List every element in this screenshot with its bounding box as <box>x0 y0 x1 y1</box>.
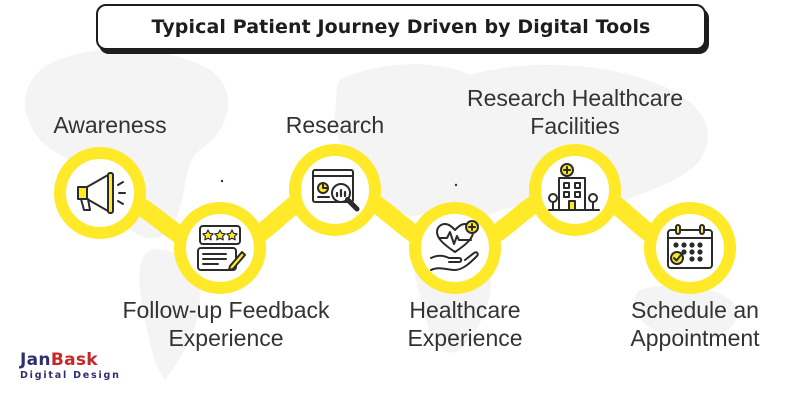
calendar-check-icon <box>660 218 720 278</box>
logo-name-part2: Bask <box>50 350 98 370</box>
step-label-line: Appointment <box>630 325 760 351</box>
step-label-line: Experience <box>168 325 284 351</box>
heart-in-hand-icon <box>425 218 485 278</box>
step-label-research: Research <box>250 111 420 139</box>
step-label-line: Healthcare <box>409 297 521 323</box>
diagram-title: Typical Patient Journey Driven by Digita… <box>151 16 651 38</box>
logo-tagline: Digital Design <box>20 370 121 381</box>
logo-wordmark: JanBask <box>20 351 121 369</box>
step-label-line: Facilities <box>530 113 620 139</box>
title-banner: Typical Patient Journey Driven by Digita… <box>96 4 706 50</box>
step-label-line: Research <box>285 112 385 138</box>
review-stars-icon <box>190 218 250 278</box>
step-label-line: Experience <box>407 325 523 351</box>
step-label-line: Follow-up Feedback <box>122 297 330 323</box>
step-label-healthcare: Healthcare Experience <box>380 296 550 352</box>
step-label-line: Awareness <box>53 112 167 138</box>
logo-name-part1: Jan <box>20 350 51 370</box>
megaphone-icon <box>70 163 130 223</box>
analytics-magnifier-icon <box>305 160 365 220</box>
step-label-line: Schedule an <box>631 297 759 323</box>
janbask-logo: JanBask Digital Design <box>20 351 121 382</box>
step-label-schedule: Schedule an Appointment <box>605 296 785 352</box>
step-label-facilities: Research Healthcare Facilities <box>435 84 715 140</box>
step-label-awareness: Awareness <box>20 111 200 139</box>
step-label-feedback: Follow-up Feedback Experience <box>91 296 361 352</box>
step-label-line: Research Healthcare <box>466 85 684 111</box>
hospital-building-icon <box>545 160 605 220</box>
